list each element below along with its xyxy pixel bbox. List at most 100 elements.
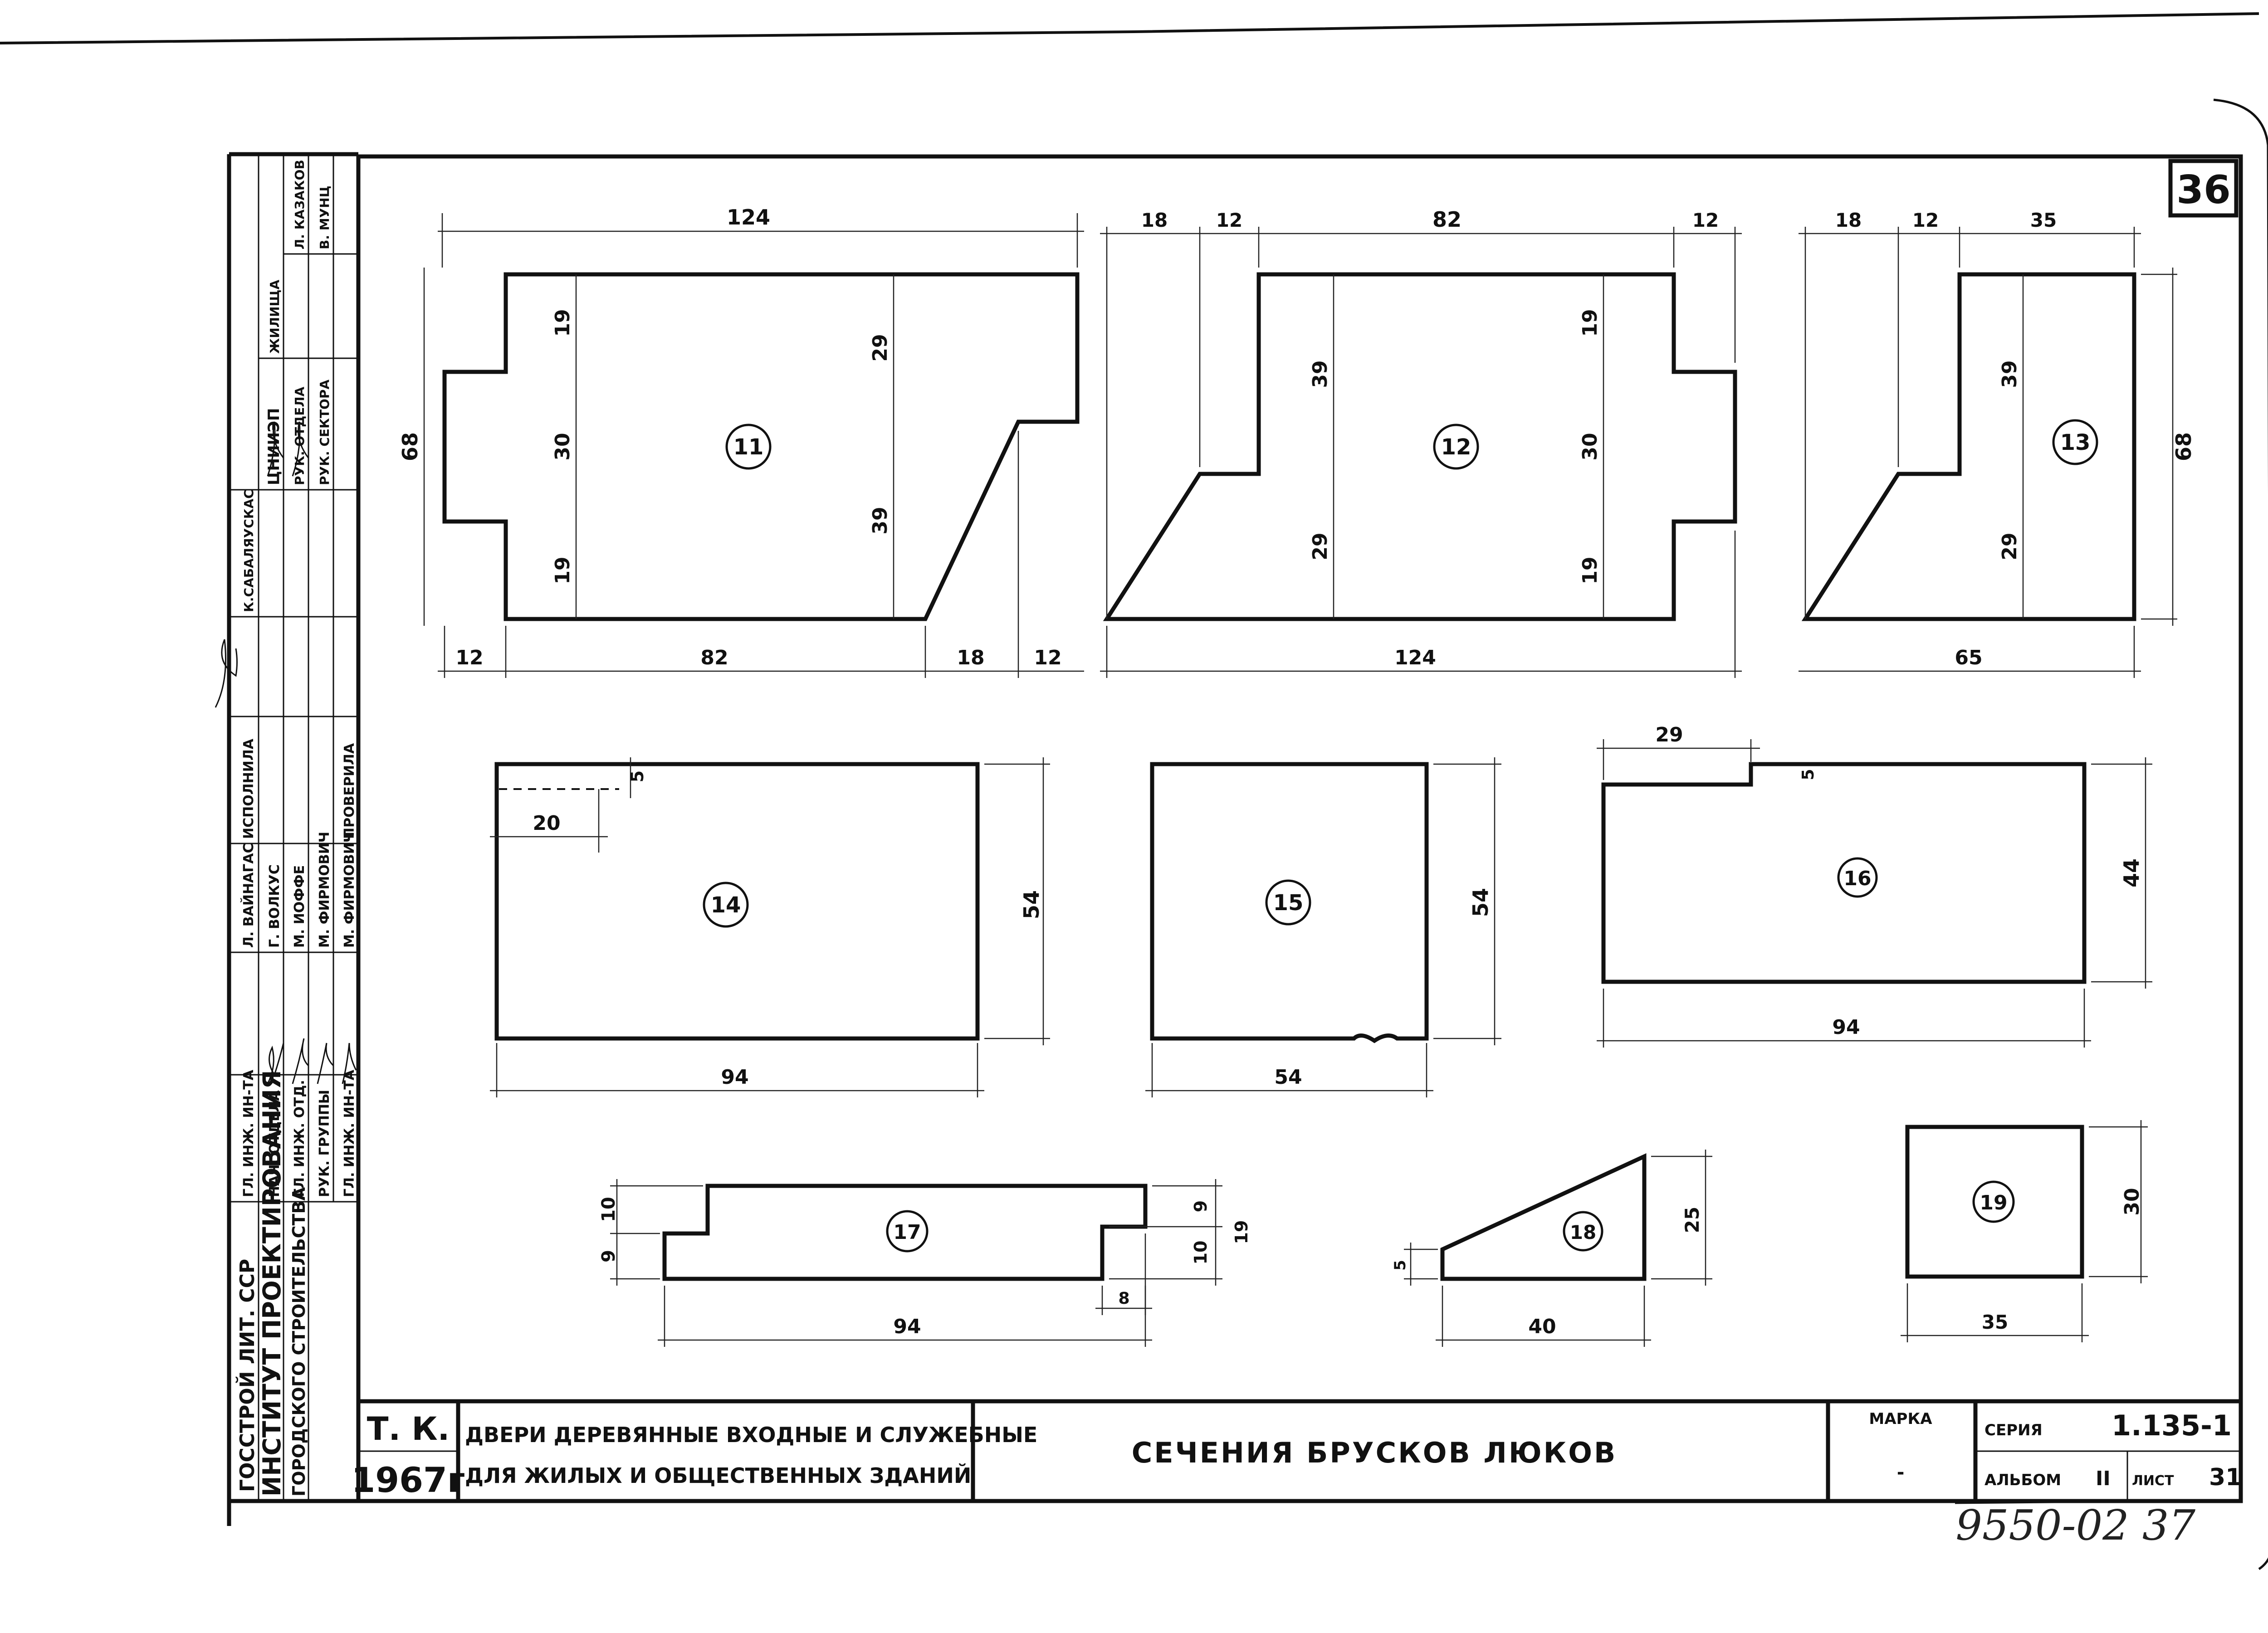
- dimension-label: 54: [1468, 888, 1493, 917]
- dimension-label: 54: [1019, 890, 1044, 919]
- dimension-label: 12: [1912, 209, 1939, 231]
- paper-edge-right: [2213, 98, 2268, 1570]
- paper-edge: [0, 12, 2259, 44]
- signature: [267, 1043, 284, 1084]
- marka-value: -: [1897, 1462, 1905, 1483]
- dimension-label: 65: [1955, 646, 1982, 669]
- dimension-label: 35: [1982, 1311, 2008, 1333]
- dimension-label: 124: [727, 205, 770, 229]
- dimension-label: ЖИЛИЩА: [267, 279, 282, 354]
- dimension-label: 8: [1118, 1289, 1129, 1308]
- dimension-label: 12: [1441, 434, 1471, 460]
- section-18: 18 5 25 40: [1391, 1150, 1712, 1347]
- marka-label: МАРКА: [1869, 1410, 1932, 1428]
- dimension-label: НАЧ. ОТДЕЛА: [267, 1090, 283, 1197]
- dimension-label: 25: [1681, 1207, 1703, 1233]
- dimension-label: 12: [1692, 209, 1719, 231]
- dimension-label: 94: [1832, 1016, 1860, 1039]
- dimension-label: 5: [1799, 769, 1818, 780]
- section-14: 14 5 20 54 94: [490, 757, 1050, 1097]
- dimension-label: 10: [598, 1197, 619, 1222]
- dimension-label: Л. ВАЙНАГАС: [240, 843, 257, 948]
- dimension-label: М. ФИРМОВИЧ: [342, 832, 357, 948]
- section-11: 11 124 68 19 30 19 29 39 12 82 18 12: [398, 205, 1084, 678]
- dimension-label: 94: [721, 1066, 748, 1089]
- list-label: ЛИСТ: [2132, 1473, 2174, 1489]
- dimension-label: ГЛ. ИНЖ. ИН-ТА: [342, 1069, 357, 1197]
- dimension-label: 29: [1309, 532, 1332, 560]
- dimension-label: 13: [2060, 430, 2091, 455]
- dimension-label: 94: [893, 1315, 921, 1338]
- album-label: АЛЬБОМ: [1984, 1471, 2061, 1489]
- dimension-label: 12: [1216, 209, 1242, 231]
- dimension-label: 18: [1141, 209, 1168, 231]
- dimension-label: 30: [2121, 1188, 2144, 1215]
- dimension-label: 12: [1034, 646, 1061, 669]
- dimension-label: 44: [2119, 858, 2144, 887]
- dimension-label: 29: [1655, 723, 1683, 746]
- dimension-label: 19: [1980, 1191, 2007, 1214]
- dimension-label: В. МУНЦ: [317, 185, 332, 249]
- sheet-number-box: [2168, 159, 2239, 218]
- signature: [292, 1038, 309, 1084]
- list-value: 31: [2209, 1464, 2242, 1491]
- drawing-title: СЕЧЕНИЯ БРУСКОВ ЛЮКОВ: [1132, 1436, 1618, 1469]
- dimension-label: 20: [533, 812, 560, 835]
- dimension-label: 124: [1394, 646, 1436, 669]
- signature: [292, 421, 309, 477]
- dimension-label: 29: [1998, 532, 2021, 560]
- album-value: II: [2096, 1467, 2111, 1490]
- dimension-label: 9: [1191, 1200, 1211, 1212]
- dimension-label: 18: [1570, 1221, 1596, 1243]
- stamp-org3: ГОРОДСКОГО СТРОИТЕЛЬСТВА: [289, 1187, 309, 1497]
- title-block: Т. К. 1967г ДВЕРИ ДЕРЕВЯННЫЕ ВХОДНЫЕ И С…: [351, 1399, 2242, 1501]
- dimension-label: ГЛ. ИНЖ. ОТД.: [292, 1080, 308, 1197]
- dimension-label: 19: [1232, 1220, 1251, 1244]
- dimension-label: 18: [957, 646, 984, 669]
- dimension-label: 68: [398, 432, 422, 461]
- stamp-org1: ГОССТРОЙ ЛИТ. ССР: [235, 1259, 259, 1492]
- section-16: 16 29 5 44 94: [1597, 723, 2152, 1048]
- dimension-label: 82: [1432, 207, 1461, 232]
- section-12: 12 18 12 82 12 39 29 19 30 19 124: [1100, 207, 1742, 678]
- dimension-label: РУК. СЕКТОРА: [317, 380, 332, 485]
- dimension-label: 35: [2030, 209, 2057, 231]
- side-stamp: ГОССТРОЙ ЛИТ. ССР ИНСТИТУТ ПРОЕКТИРОВАНИ…: [215, 154, 358, 1501]
- stamp-org2: ИНСТИТУТ ПРОЕКТИРОВАНИЯ: [258, 1070, 286, 1497]
- section-19: 19 30 35: [1901, 1120, 2148, 1342]
- dimension-label: 14: [711, 892, 741, 918]
- dimension-label: 16: [1843, 867, 1871, 890]
- signature: [317, 1043, 334, 1084]
- dimension-label: 39: [1309, 360, 1332, 388]
- dimension-label: 10: [1191, 1241, 1211, 1265]
- dimension-label: 39: [1998, 360, 2021, 388]
- dimension-label: 18: [1835, 209, 1862, 231]
- project-line-2: ДЛЯ ЖИЛЫХ И ОБЩЕСТВЕННЫХ ЗДАНИЙ: [465, 1463, 971, 1488]
- dimension-label: 39: [869, 507, 892, 534]
- dimension-label: 19: [551, 309, 574, 336]
- dimension-label: 54: [1274, 1066, 1302, 1089]
- tk-label: Т. К.: [367, 1410, 450, 1448]
- dimension-label: 5: [627, 770, 647, 782]
- dimension-label: Г. ВОЛКУС: [267, 864, 283, 948]
- section-13: 13 18 12 35 39 29 68 65: [1799, 209, 2196, 678]
- project-line-1: ДВЕРИ ДЕРЕВЯННЫЕ ВХОДНЫЕ И СЛУЖЕБНЫЕ: [465, 1423, 1037, 1447]
- dimension-label: 19: [1579, 309, 1602, 336]
- archive-number: 9550-02 37: [1955, 1501, 2195, 1550]
- dimension-label: М. ФИРМОВИЧ: [317, 832, 332, 948]
- dimension-label: 11: [733, 434, 764, 460]
- dimension-label: 15: [1273, 890, 1304, 916]
- section-17: 17 10 9 9 10 19 8 94: [598, 1179, 1251, 1347]
- seria-value: 1.135-1: [2112, 1409, 2232, 1442]
- dimension-label: 5: [1391, 1260, 1409, 1271]
- dimension-label: К.САБАЛЯУСКАС: [241, 489, 256, 612]
- dimension-label: ПРОВЕРИЛА: [342, 743, 357, 839]
- dimension-label: 82: [700, 646, 728, 669]
- dimension-label: М. ИОФФЕ: [292, 865, 308, 948]
- dimension-label: 19: [551, 556, 574, 584]
- signature: [342, 1043, 357, 1084]
- dimension-label: ИСПОЛНИЛА: [241, 738, 257, 839]
- dimension-label: 30: [1579, 433, 1602, 460]
- dimension-label: 29: [869, 334, 892, 361]
